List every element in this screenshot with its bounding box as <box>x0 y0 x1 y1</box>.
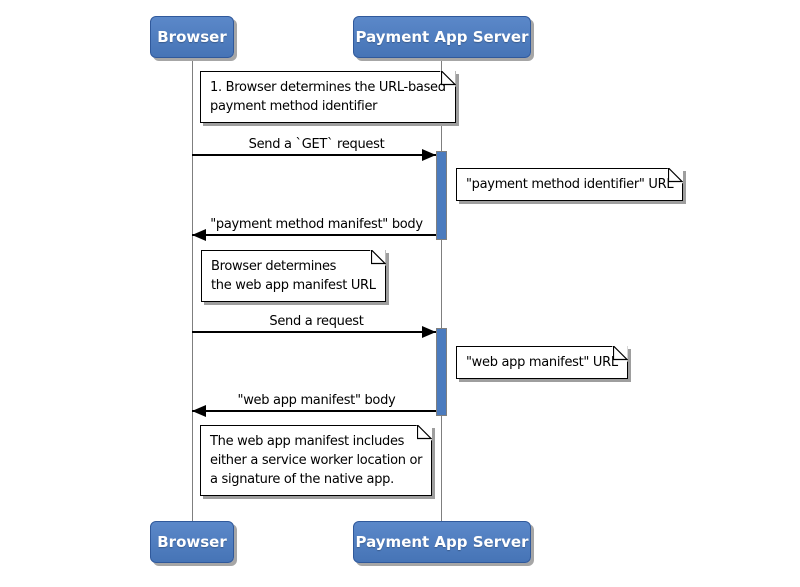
message-label: Send a request <box>269 314 364 329</box>
note-url-based-identifier: 1. Browser determines the URL-based paym… <box>200 71 456 123</box>
message-line <box>192 326 441 338</box>
note-fold-icon <box>440 71 456 86</box>
note-text: the web app manifest URL <box>211 278 376 293</box>
lifeline-payment-app-server <box>441 58 442 521</box>
note-text: a signature of the native app. <box>210 472 394 487</box>
lifeline-browser <box>192 58 193 521</box>
message-line <box>192 229 441 241</box>
actor-payment-app-server-bottom: Payment App Server <box>353 521 531 563</box>
message-web-app-manifest-body: "web app manifest" body <box>192 392 441 417</box>
note-payment-method-identifier-url: "payment method identifier" URL <box>456 168 684 201</box>
arrowhead-right-icon <box>422 149 436 161</box>
arrowhead-left-icon <box>192 405 206 417</box>
note-fold-icon <box>417 425 433 440</box>
message-payment-method-manifest-body: "payment method manifest" body <box>192 216 441 241</box>
note-text: either a service worker location or <box>210 453 423 468</box>
message-line <box>192 149 441 161</box>
actor-browser-bottom: Browser <box>150 521 234 563</box>
message-label: "payment method manifest" body <box>210 217 423 232</box>
arrowhead-right-icon <box>422 326 436 338</box>
actor-browser-top: Browser <box>150 16 234 58</box>
actor-label: Browser <box>157 533 227 551</box>
message-send-get-request: Send a `GET` request <box>192 136 441 161</box>
note-text: 1. Browser determines the URL-based <box>210 80 446 95</box>
note-text: "payment method identifier" URL <box>466 177 674 192</box>
note-fold-icon <box>612 346 628 361</box>
note-fold-icon <box>668 168 684 183</box>
actor-label: Payment App Server <box>355 28 529 46</box>
arrowhead-left-icon <box>192 229 206 241</box>
note-fold-icon <box>370 250 386 265</box>
actor-label: Payment App Server <box>355 533 529 551</box>
activation-bar <box>436 151 447 240</box>
message-label: Send a `GET` request <box>248 137 385 152</box>
message-label: "web app manifest" body <box>237 393 396 408</box>
activation-bar <box>436 328 447 416</box>
note-text: payment method identifier <box>210 99 378 114</box>
note-manifest-contents: The web app manifest includes either a s… <box>200 425 433 496</box>
note-browser-determines-manifest-url: Browser determines the web app manifest … <box>201 250 386 302</box>
note-web-app-manifest-url: "web app manifest" URL <box>456 346 628 379</box>
message-line <box>192 405 441 417</box>
actor-label: Browser <box>157 28 227 46</box>
note-text: Browser determines <box>211 259 337 274</box>
actor-payment-app-server-top: Payment App Server <box>353 16 531 58</box>
note-text: The web app manifest includes <box>210 434 405 449</box>
note-text: "web app manifest" URL <box>466 355 618 370</box>
message-send-request: Send a request <box>192 313 441 338</box>
